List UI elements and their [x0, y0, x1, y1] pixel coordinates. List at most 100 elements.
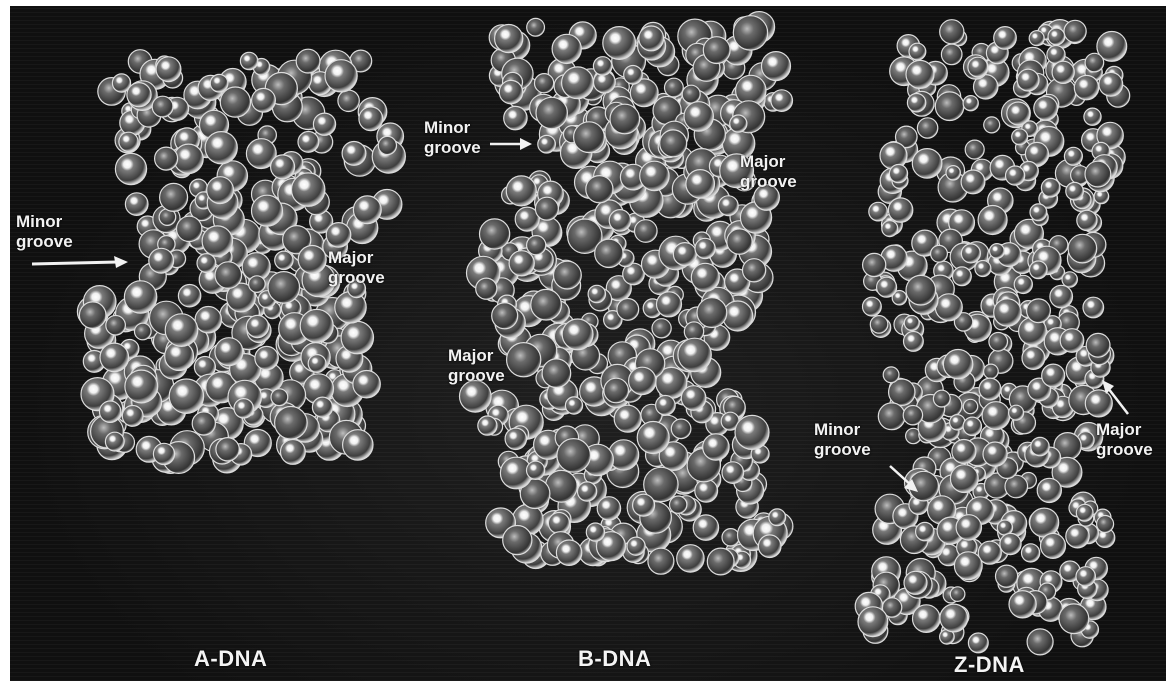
b-dna-model — [460, 12, 793, 575]
atom-sphere — [1086, 333, 1110, 357]
atom-sphere — [963, 399, 977, 413]
atom-sphere — [298, 132, 319, 153]
atom-sphere — [478, 416, 497, 435]
atom-sphere — [1050, 285, 1073, 308]
atom-sphere — [271, 389, 288, 406]
atom-sphere — [169, 379, 203, 413]
dna-models-photo: Minor groove Major groove A-DNA Minor gr… — [10, 6, 1166, 681]
atom-sphere — [1009, 591, 1036, 618]
atom-sphere — [593, 57, 612, 76]
atom-sphere — [722, 462, 744, 484]
atom-sphere — [686, 170, 715, 199]
atom-sphere — [343, 430, 373, 460]
atom-sphere — [604, 378, 629, 403]
atom-sphere — [722, 529, 739, 546]
atom-sphere — [912, 149, 942, 179]
atom-sphere — [210, 74, 228, 92]
atom-sphere — [1027, 299, 1051, 323]
atom-sphere — [535, 197, 558, 220]
atom-sphere — [624, 66, 643, 85]
atom-sphere — [968, 57, 988, 77]
atom-sphere — [255, 346, 278, 369]
atom-sphere — [979, 378, 1001, 400]
atom-sphere — [931, 245, 948, 262]
atom-sphere — [961, 170, 985, 194]
atom-sphere — [216, 438, 239, 461]
atom-sphere — [557, 439, 591, 473]
b-dna-major-groove-label-middle: Major groove — [448, 346, 505, 386]
atom-sphere — [271, 155, 295, 179]
atom-sphere — [1041, 533, 1066, 558]
atom-sphere — [678, 338, 711, 371]
atom-sphere — [733, 16, 767, 50]
atom-sphere — [554, 261, 582, 289]
atom-sphere — [909, 43, 926, 60]
atom-sphere — [207, 177, 234, 204]
atom-sphere — [771, 90, 793, 112]
atom-sphere — [1034, 96, 1058, 120]
atom-sphere — [1022, 544, 1040, 562]
b-dna-minor-groove-label: Minor groove — [424, 118, 481, 158]
atom-sphere — [769, 509, 786, 526]
atom-sphere — [156, 57, 181, 82]
atom-sphere — [882, 221, 898, 237]
a-dna-minor-groove-label: Minor groove — [16, 212, 73, 252]
atom-sphere — [940, 604, 968, 632]
atom-sphere — [965, 140, 984, 159]
atom-sphere — [640, 161, 669, 190]
atom-sphere — [994, 299, 1021, 326]
atom-sphere — [480, 219, 510, 249]
atom-sphere — [215, 338, 243, 366]
atom-sphere — [952, 440, 976, 464]
atom-sphere — [292, 173, 325, 206]
atom-sphere — [195, 307, 221, 333]
atom-sphere — [635, 220, 658, 243]
atom-sphere — [762, 52, 791, 81]
atom-sphere — [684, 102, 713, 131]
a-dna-title: A-DNA — [194, 646, 267, 672]
atom-sphere — [268, 272, 300, 304]
atom-sphere — [1007, 102, 1030, 125]
atom-sphere — [586, 523, 604, 541]
atom-sphere — [1000, 533, 1021, 554]
atom-sphere — [565, 397, 582, 414]
a-dna-major-groove-label: Major groove — [328, 248, 385, 288]
a-dna-minor-groove-arrow — [30, 256, 130, 270]
atom-sphere — [943, 350, 972, 379]
atom-sphere — [758, 535, 781, 558]
atom-sphere — [917, 118, 937, 138]
atom-sphere — [160, 183, 188, 211]
atom-sphere — [527, 18, 545, 36]
atom-sphere — [252, 88, 276, 112]
atom-sphere — [996, 565, 1018, 587]
atom-sphere — [527, 236, 546, 255]
atom-sphere — [697, 298, 727, 328]
atom-sphere — [1030, 261, 1048, 279]
atom-sphere — [603, 27, 636, 60]
atom-sphere — [507, 343, 541, 377]
atom-sphere — [877, 277, 897, 297]
atom-sphere — [682, 85, 700, 103]
atom-sphere — [913, 605, 941, 633]
atom-sphere — [950, 587, 965, 602]
atom-sphere — [178, 285, 200, 307]
atom-sphere — [677, 545, 704, 572]
atom-sphere — [298, 246, 326, 274]
atom-sphere — [665, 78, 684, 97]
atom-sphere — [127, 83, 151, 107]
atom-sphere — [135, 323, 152, 340]
z-dna-minor-groove-label: Minor groove — [814, 420, 871, 460]
atom-sphere — [177, 216, 202, 241]
atom-sphere — [978, 206, 1007, 235]
atom-sphere — [503, 526, 532, 555]
atom-sphere — [281, 440, 306, 465]
atom-sphere — [155, 147, 178, 170]
z-dna-model — [855, 20, 1129, 655]
atom-sphere — [542, 359, 571, 388]
atom-sphere — [562, 67, 594, 99]
atom-sphere — [1064, 20, 1086, 42]
atom-sphere — [115, 153, 146, 184]
atom-sphere — [673, 243, 696, 266]
atom-sphere — [153, 443, 174, 464]
atom-sphere — [197, 254, 216, 273]
